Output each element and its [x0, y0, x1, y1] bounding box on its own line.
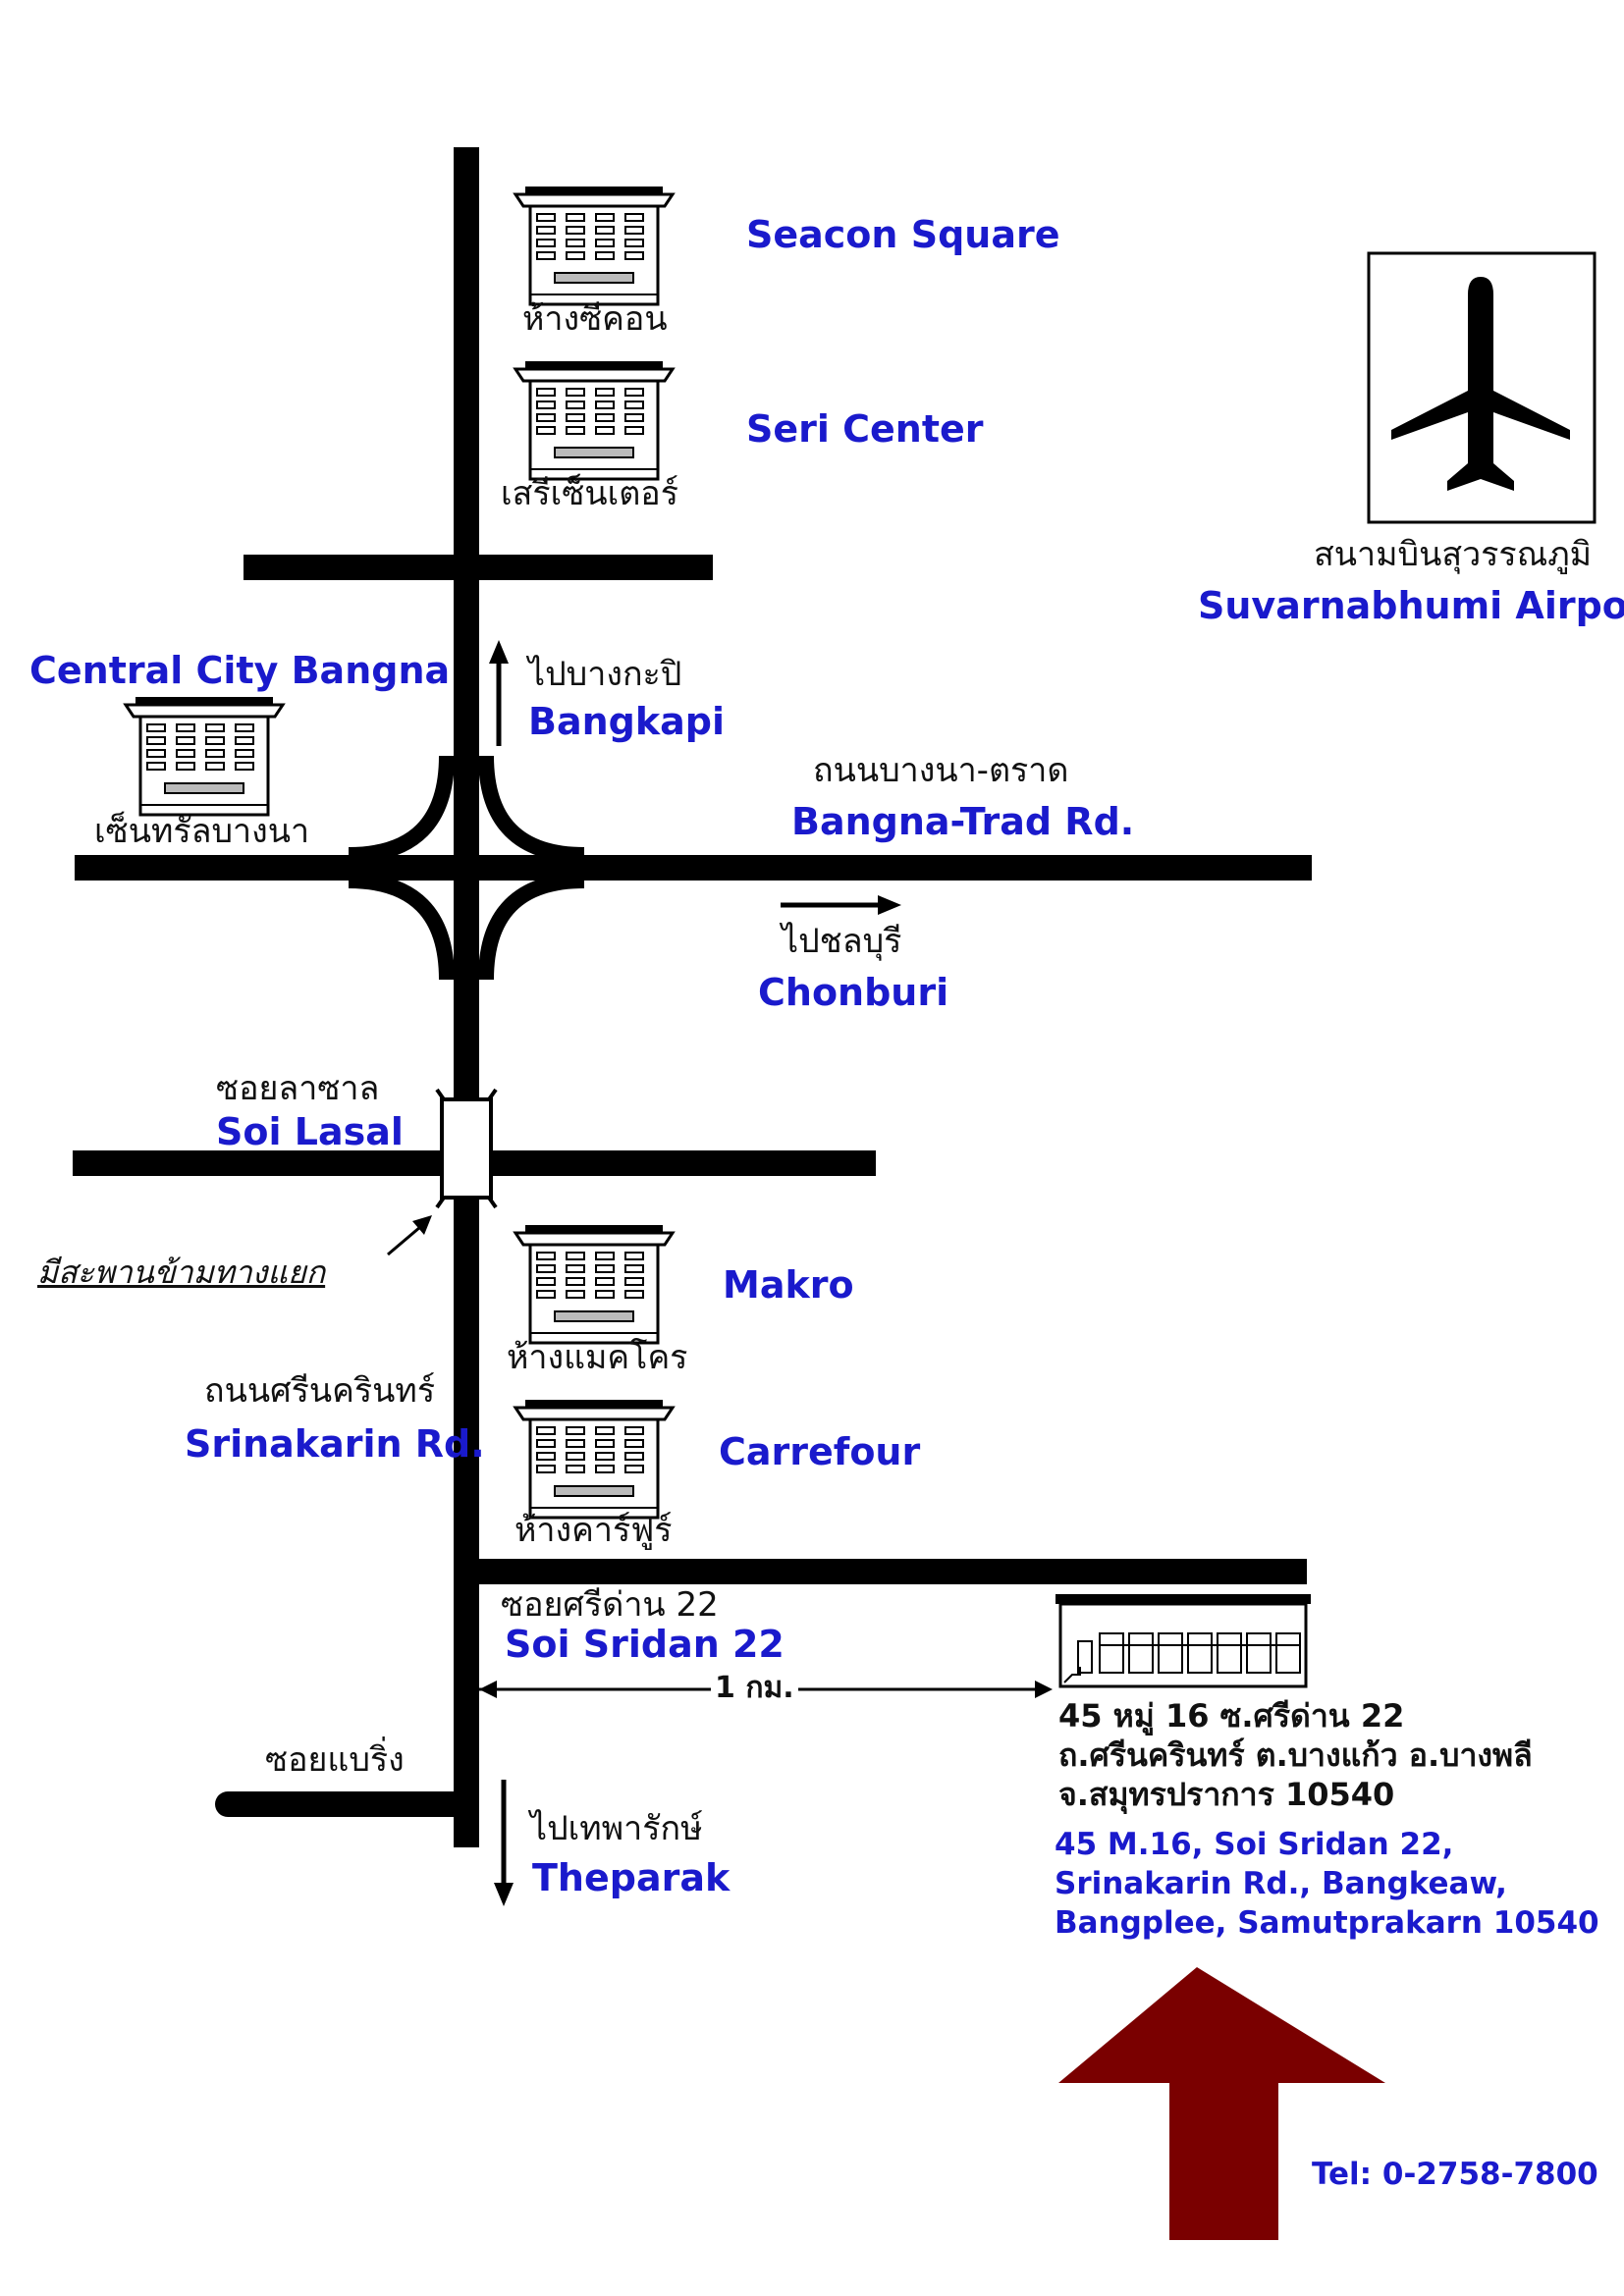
theparak-label-th: ไปเทพารักษ์	[530, 1809, 703, 1848]
address-th-line-2: ถ.ศรีนครินทร์ ต.บางแก้ว อ.บางพลี	[1058, 1736, 1533, 1774]
distance-label: 1 กม.	[711, 1674, 798, 1703]
bangna-trad-label-en: Bangna-Trad Rd.	[791, 800, 1135, 843]
bangkapi-arrow-icon	[489, 640, 509, 746]
interchange	[348, 755, 585, 981]
seacon-building-icon	[514, 185, 675, 306]
srinakarin-label-th: ถนนศรีนครินทร์	[204, 1371, 436, 1411]
central-building-icon	[124, 695, 285, 817]
makro-label-th: ห้างแมคโคร	[507, 1338, 688, 1377]
top-cross-road	[244, 555, 713, 580]
bangkapi-label-en: Bangkapi	[528, 700, 726, 743]
seacon-label-th: ห้างซีคอน	[522, 299, 668, 339]
soi-sridan-label-th: ซอยศรีด่าน 22	[501, 1585, 719, 1625]
airport-label-th: สนามบินสุวรรณภูมิ	[1314, 535, 1593, 574]
address-en-line-1: 45 M.16, Soi Sridan 22,	[1055, 1827, 1454, 1862]
soi-baring-road	[228, 1791, 468, 1817]
chonburi-label-th: ไปชลบุรี	[782, 922, 902, 961]
soi-baring-label-th: ซอยแบริ่ง	[265, 1740, 405, 1780]
airplane-icon	[1391, 277, 1570, 491]
overpass-bridge	[435, 1088, 498, 1209]
telephone: Tel: 0-2758-7800	[1312, 2157, 1598, 2192]
makro-building-icon	[514, 1223, 675, 1345]
central-label-en: Central City Bangna	[29, 649, 451, 692]
bangkapi-label-th: ไปบางกะปิ	[528, 655, 682, 694]
soi-sridan-road	[466, 1559, 1307, 1584]
destination-building-icon	[1056, 1594, 1311, 1688]
address-en-line-2: Srinakarin Rd., Bangkeaw,	[1055, 1866, 1507, 1901]
soi-lasal-label-en: Soi Lasal	[216, 1110, 404, 1153]
bangna-trad-label-th: ถนนบางนา-ตราด	[813, 751, 1069, 790]
address-en-line-3: Bangplee, Samutprakarn 10540	[1055, 1905, 1599, 1941]
airport-label-en: Suvarnabhumi Airport	[1198, 584, 1624, 627]
carrefour-label-en: Carrefour	[719, 1430, 921, 1473]
destination-arrow-icon	[1058, 1967, 1385, 2240]
theparak-label-en: Theparak	[532, 1856, 731, 1899]
makro-label-en: Makro	[723, 1263, 854, 1307]
seri-building-icon	[514, 359, 675, 481]
seri-label-en: Seri Center	[746, 407, 984, 451]
soi-lasal-label-th: ซอยลาซาล	[216, 1069, 380, 1108]
overpass-pointer-arrow	[387, 1215, 432, 1256]
chonburi-arrow-icon	[781, 895, 901, 915]
address-th-line-1: 45 หมู่ 16 ซ.ศรีด่าน 22	[1058, 1697, 1405, 1735]
central-label-th: เซ็นทรัลบางนา	[94, 812, 310, 851]
address-th-line-3: จ.สมุทรปราการ 10540	[1058, 1776, 1395, 1813]
overpass-note: มีสะพานข้ามทางแยก	[37, 1254, 326, 1291]
theparak-arrow-icon	[494, 1780, 514, 1906]
chonburi-label-en: Chonburi	[758, 971, 949, 1014]
soi-baring-end	[215, 1791, 241, 1817]
carrefour-label-th: ห้างคาร์ฟูร์	[514, 1511, 673, 1550]
seri-label-th: เสรีเซ็นเตอร์	[501, 474, 678, 513]
carrefour-building-icon	[514, 1398, 675, 1520]
bangna-trad-road	[75, 855, 1312, 881]
srinakarin-label-en: Srinakarin Rd.	[185, 1422, 485, 1466]
soi-sridan-label-en: Soi Sridan 22	[505, 1623, 785, 1666]
seacon-label-en: Seacon Square	[746, 213, 1060, 256]
srinakarin-road	[454, 147, 479, 1847]
